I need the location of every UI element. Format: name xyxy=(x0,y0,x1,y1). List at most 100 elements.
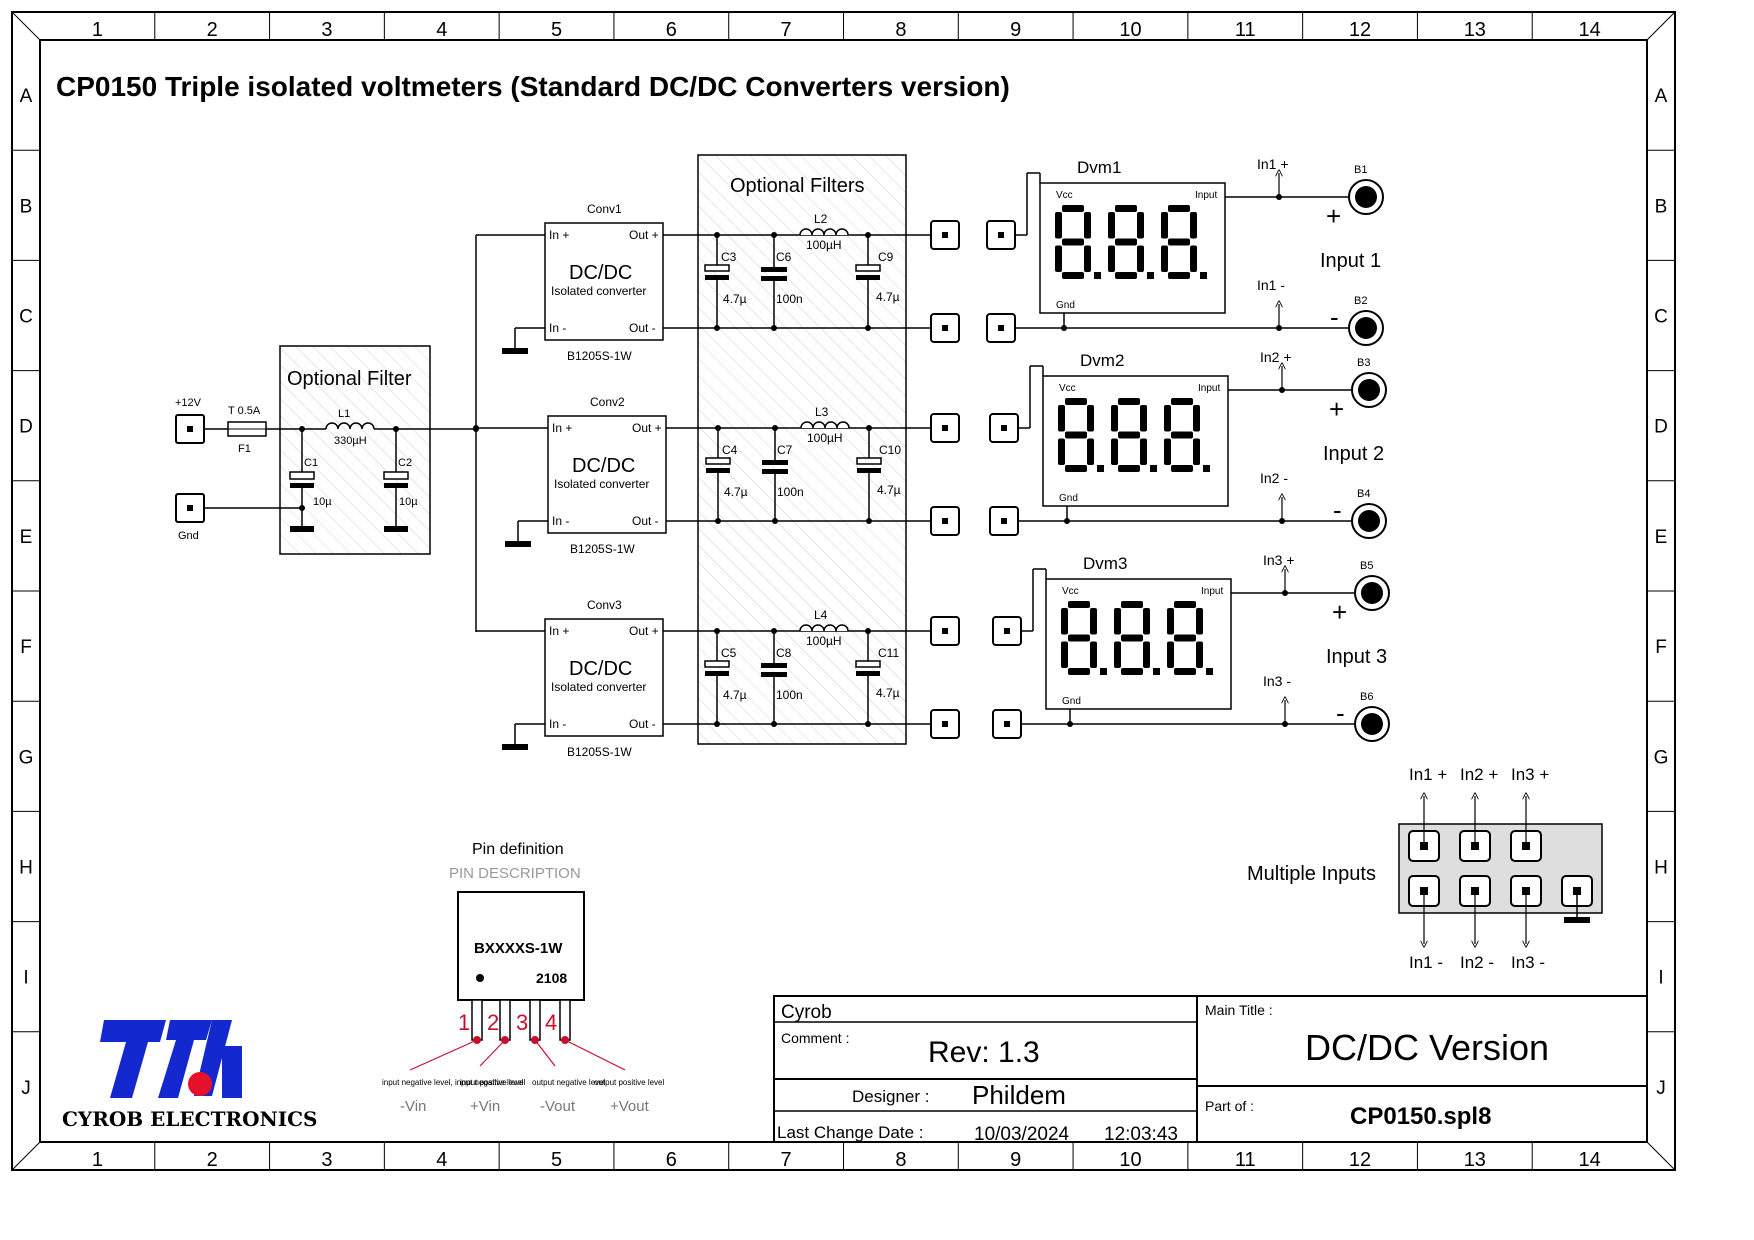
cap-value: 4.7µ xyxy=(724,485,748,499)
dvm-ref: Dvm3 xyxy=(1083,554,1127,573)
dvm-gnd: Gnd xyxy=(1056,300,1075,311)
converter-desc: Isolated converter xyxy=(554,477,649,491)
frame-col-bottom: 9 xyxy=(1010,1149,1021,1171)
cap-value: 4.7µ xyxy=(876,290,900,304)
input-label: Input 3 xyxy=(1326,646,1387,668)
dvm-vcc: Vcc xyxy=(1059,383,1076,394)
optional-filter-title: Optional Filter xyxy=(287,368,412,390)
converter-out-minus: Out - xyxy=(629,321,656,335)
optional-filters-title: Optional Filters xyxy=(730,175,865,197)
net-label-minus: In1 - xyxy=(1257,277,1285,293)
inductor-value: 100µH xyxy=(807,431,843,445)
title-block: Cyrob Comment : Rev: 1.3 Designer : Phil… xyxy=(773,995,1648,1145)
cap-value: 4.7µ xyxy=(723,292,747,306)
module-part: BXXXXS-1W xyxy=(474,940,563,957)
inductor-value: 100µH xyxy=(806,238,842,252)
net-label-minus: In3 - xyxy=(1263,673,1291,689)
frame-row-left: C xyxy=(19,307,33,328)
module-pin xyxy=(529,999,541,1041)
cap-value: 4.7µ xyxy=(876,686,900,700)
frame-col-top: 8 xyxy=(895,19,906,41)
converter-block xyxy=(544,222,664,341)
frame-row-left: D xyxy=(19,417,33,438)
module-body xyxy=(457,891,585,1001)
pin-name-3: -Vout xyxy=(540,1098,576,1115)
dvm-ref: Dvm1 xyxy=(1077,158,1121,177)
input-section: +12V Gnd T 0.5A F1 Optional Filter L1 33… xyxy=(175,235,479,632)
frame-col-top: 11 xyxy=(1235,19,1256,41)
cyrob-logo: CYROB ELECTRONICS xyxy=(62,1020,318,1131)
net-label-plus: In2 + xyxy=(1260,349,1292,365)
module-pin xyxy=(499,999,511,1041)
converter-ref: Conv3 xyxy=(587,598,622,612)
multiple-inputs-connector: Multiple Inputs In1 + In2 + In3 + In1 - … xyxy=(1247,765,1603,972)
tb-date: 10/03/2024 xyxy=(974,1124,1070,1145)
frame-col-bottom: 14 xyxy=(1578,1149,1600,1171)
pin-definition-title: Pin definition xyxy=(472,841,564,858)
c2-value: 10µ xyxy=(399,496,418,508)
cap-ref: C11 xyxy=(878,646,899,660)
net-label-plus: In3 + xyxy=(1263,552,1295,568)
inductor-value: 100µH xyxy=(806,634,842,648)
capacitor-c6 xyxy=(761,267,787,272)
converter-ref: Conv2 xyxy=(590,395,625,409)
frame-col-bottom: 3 xyxy=(321,1149,332,1171)
pin-definition: Pin definition PIN DESCRIPTION BXXXXS-1W… xyxy=(382,841,664,1115)
converter-out-plus: Out + xyxy=(629,624,659,638)
tb-time: 12:03:43 xyxy=(1104,1124,1178,1145)
dvm-vcc: Vcc xyxy=(1062,586,1079,597)
capacitor-c11 xyxy=(855,660,881,668)
page-title: CP0150 Triple isolated voltmeters (Stand… xyxy=(56,71,1010,102)
frame-col-bottom: 10 xyxy=(1119,1149,1141,1171)
minus-sign: - xyxy=(1333,495,1342,525)
frame-row-left: J xyxy=(21,1078,31,1099)
converter-name: DC/DC xyxy=(569,658,632,680)
frame-col-bottom: 6 xyxy=(666,1149,677,1171)
optional-filters-box xyxy=(697,154,907,745)
converter-desc: Isolated converter xyxy=(551,284,646,298)
cap-ref: C5 xyxy=(721,646,737,660)
capacitor-c3 xyxy=(704,264,730,272)
dvm-body xyxy=(1042,375,1229,507)
fuse-ref: F1 xyxy=(238,443,251,455)
converter-desc: Isolated converter xyxy=(551,680,646,694)
dvm-vcc: Vcc xyxy=(1056,190,1073,201)
frame-col-bottom: 1 xyxy=(92,1149,103,1171)
inductor-l1 xyxy=(325,422,375,430)
frame-row-left: F xyxy=(20,637,32,658)
inductor-ref: L2 xyxy=(814,212,828,226)
jack-ref: B2 xyxy=(1354,295,1367,307)
frame-row-left: A xyxy=(20,86,33,107)
net-label-minus: In2 - xyxy=(1260,470,1288,486)
dvm-gnd: Gnd xyxy=(1062,696,1081,707)
converter-block xyxy=(544,618,664,737)
multi-in2-minus: In2 - xyxy=(1460,953,1494,972)
pin-number: 2 xyxy=(487,1010,499,1035)
tb-main-title: DC/DC Version xyxy=(1305,1027,1549,1068)
multi-in3-plus: In3 + xyxy=(1511,765,1549,784)
tb-date-label: Last Change Date : xyxy=(777,1123,923,1142)
pin-desc-2: input positive level xyxy=(460,1078,526,1087)
seven-segment-display xyxy=(1055,205,1207,279)
frame-row-right: I xyxy=(1658,968,1663,989)
pin-name-4: +Vout xyxy=(610,1098,650,1115)
frame-col-top: 14 xyxy=(1578,19,1600,41)
capacitor-c9 xyxy=(855,264,881,272)
frame-row-right: G xyxy=(1654,747,1669,768)
frame-col-top: 5 xyxy=(551,19,562,41)
dvm-gnd: Gnd xyxy=(1059,493,1078,504)
converter-out-minus: Out - xyxy=(629,717,656,731)
converter-in-minus: In - xyxy=(549,321,566,335)
logo-text: CYROB ELECTRONICS xyxy=(62,1107,318,1131)
frame-row-right: J xyxy=(1656,1078,1666,1099)
cap-value: 100n xyxy=(776,292,803,306)
input-label: Input 1 xyxy=(1320,250,1381,272)
c1-value: 10µ xyxy=(313,496,332,508)
pin-number: 4 xyxy=(545,1010,557,1035)
frame-col-bottom: 11 xyxy=(1235,1149,1256,1171)
ground-symbol xyxy=(502,348,528,354)
inductor xyxy=(799,228,849,236)
